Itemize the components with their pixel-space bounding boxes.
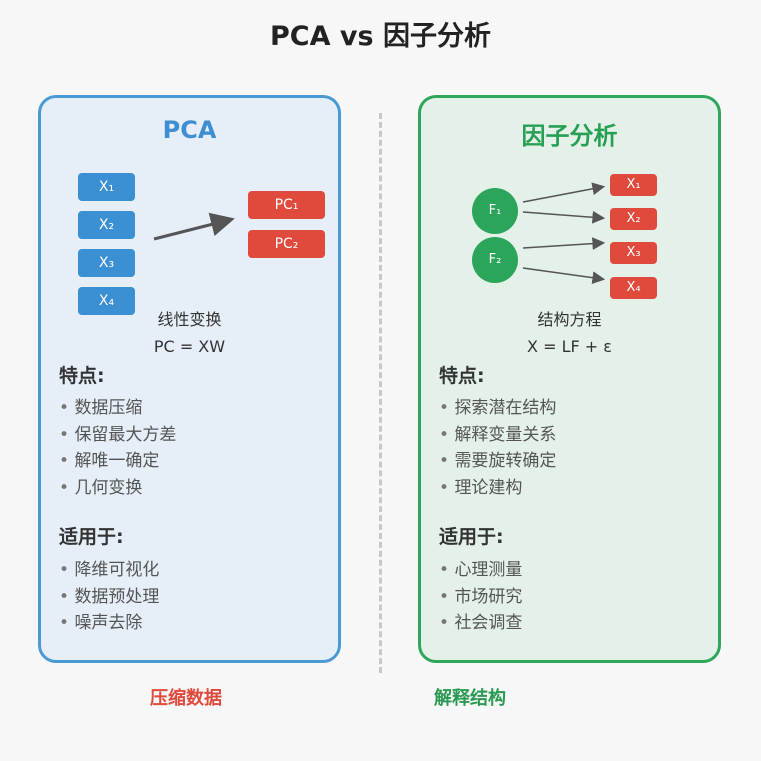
fa-uses-list: 心理测量 市场研究 社会调查 (439, 557, 522, 637)
fa-panel-title: 因子分析 (521, 122, 618, 150)
pca-input-x4: X₄ (78, 287, 135, 315)
list-item: 降维可视化 (59, 557, 159, 584)
fa-variable-x3: X₃ (610, 242, 657, 264)
pca-panel: PCA X₁ X₂ X₃ X₄ PC₁ PC₂ 线性变换 PC = XW 特点:… (38, 95, 341, 663)
list-item: 噪声去除 (59, 610, 159, 637)
fa-features-list: 探索潜在结构 解释变量关系 需要旋转确定 理论建构 (439, 395, 556, 501)
pca-features-heading: 特点: (59, 365, 105, 387)
list-item: 数据预处理 (59, 584, 159, 611)
fa-variable-x4: X₄ (610, 277, 657, 299)
list-item: 心理测量 (439, 557, 522, 584)
pca-panel-title: PCA (162, 116, 217, 144)
pca-footer: 压缩数据 (150, 688, 222, 709)
list-item: 市场研究 (439, 584, 522, 611)
fa-caption: 结构方程 (537, 310, 602, 329)
pca-input-x1: X₁ (78, 173, 135, 201)
list-item: 需要旋转确定 (439, 448, 556, 475)
pca-arrow (153, 212, 235, 241)
fa-factor-f2: F₂ (472, 237, 518, 283)
fa-footer: 解释结构 (434, 688, 506, 709)
fa-uses-heading: 适用于: (439, 526, 504, 548)
list-item: 解释变量关系 (439, 422, 556, 449)
list-item: 保留最大方差 (59, 422, 176, 449)
center-divider (379, 113, 382, 673)
fa-variable-x2: X₂ (610, 208, 657, 230)
fa-formula: X = LF + ε (527, 337, 612, 356)
pca-output-pc2: PC₂ (248, 230, 325, 258)
page-title: PCA vs 因子分析 (270, 21, 491, 52)
list-item: 探索潜在结构 (439, 395, 556, 422)
pca-input-x2: X₂ (78, 211, 135, 239)
list-item: 理论建构 (439, 475, 556, 502)
fa-arrows (522, 182, 606, 285)
pca-formula: PC = XW (153, 337, 226, 356)
list-item: 社会调查 (439, 610, 522, 637)
fa-features-heading: 特点: (439, 365, 485, 387)
list-item: 数据压缩 (59, 395, 176, 422)
pca-caption: 线性变换 (157, 310, 222, 329)
fa-panel: 因子分析 F₁ F₂ X₁ X₂ X₃ X₄ 结构方程 X = LF + ε 特… (418, 95, 721, 663)
fa-factor-f1: F₁ (472, 188, 518, 234)
fa-variable-x1: X₁ (610, 174, 657, 196)
pca-uses-heading: 适用于: (59, 526, 124, 548)
pca-output-pc1: PC₁ (248, 191, 325, 219)
list-item: 几何变换 (59, 475, 176, 502)
pca-uses-list: 降维可视化 数据预处理 噪声去除 (59, 557, 159, 637)
list-item: 解唯一确定 (59, 448, 176, 475)
pca-input-x3: X₃ (78, 249, 135, 277)
pca-features-list: 数据压缩 保留最大方差 解唯一确定 几何变换 (59, 395, 176, 501)
